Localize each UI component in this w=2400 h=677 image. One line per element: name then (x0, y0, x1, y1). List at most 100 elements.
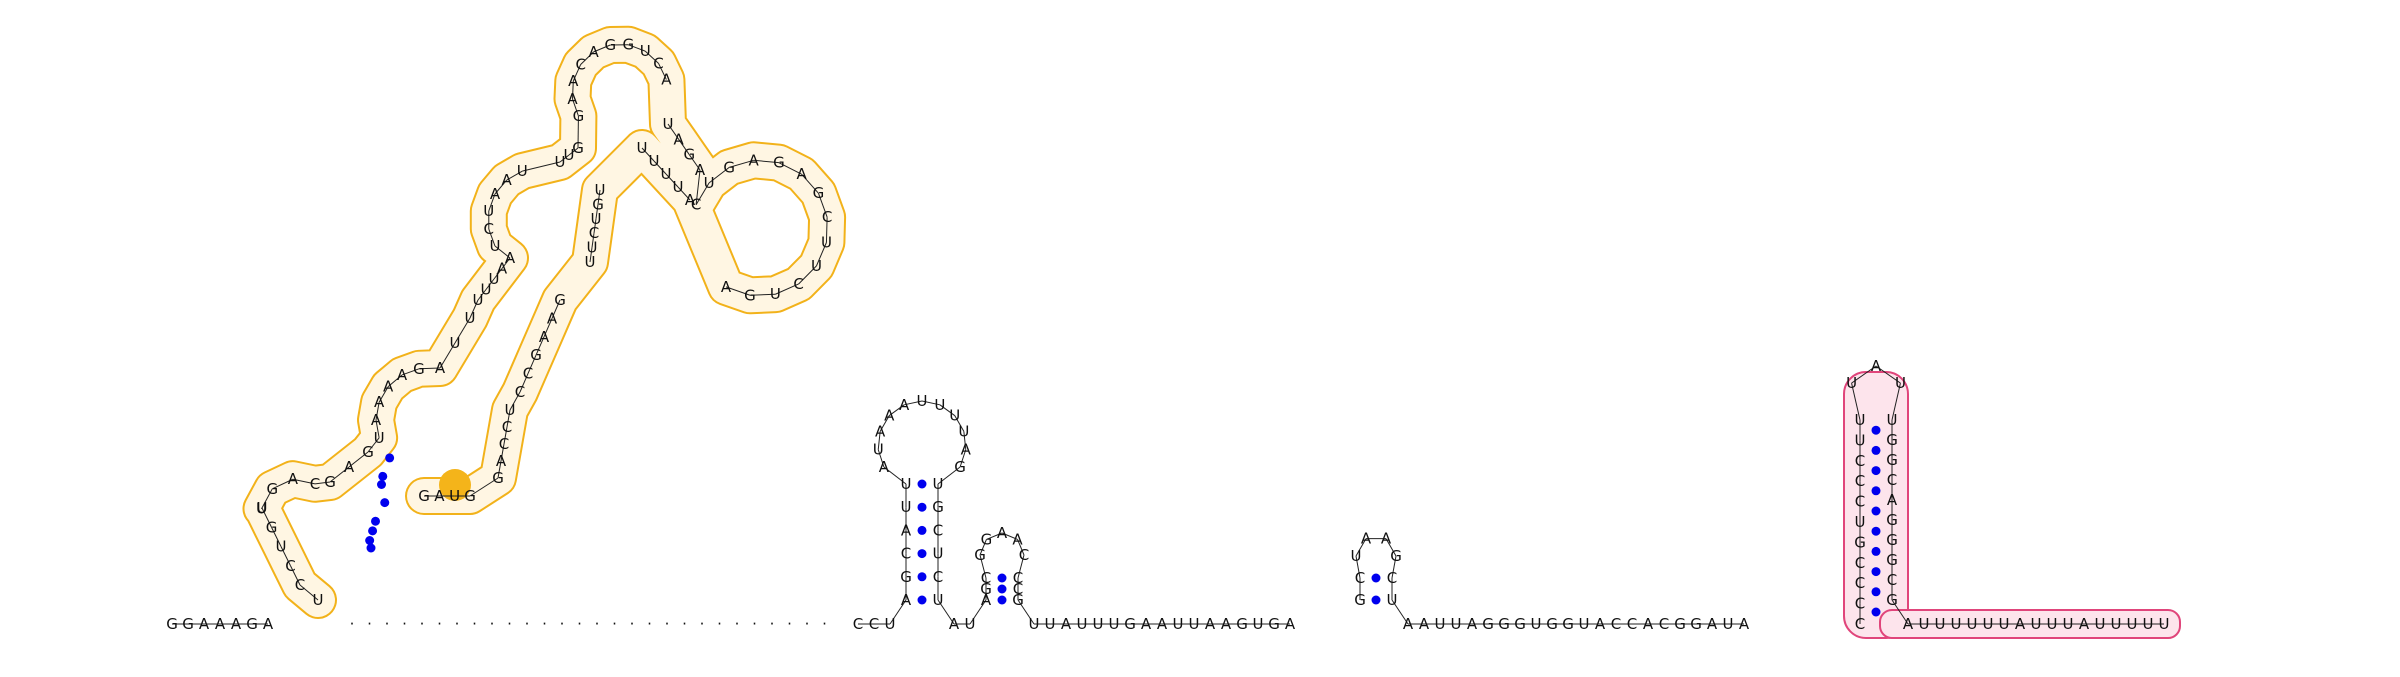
nucleotide: C (484, 220, 494, 238)
nucleotide: A (505, 249, 516, 267)
backbone-segment (816, 242, 827, 267)
backbone-segment (877, 431, 881, 450)
unresolved-nucleotide: · (385, 615, 390, 633)
nucleotide: G (1546, 615, 1558, 633)
backbone-segment (401, 368, 420, 376)
nucleotide: C (575, 55, 585, 73)
base-pair-dot (1871, 445, 1881, 455)
nucleotide: U (256, 500, 267, 518)
nucleotide: A (371, 411, 382, 429)
nucleotide: C (1013, 569, 1023, 587)
backbone-segment (387, 374, 403, 387)
nucleotide: A (1403, 615, 1414, 633)
nucleotide: G (974, 546, 986, 564)
nucleotide: U (1093, 615, 1104, 633)
unresolved-nucleotide: · (420, 615, 425, 633)
nucleotide: U (1173, 615, 1184, 633)
nucleotide: U (517, 162, 528, 180)
backbone-segment (963, 431, 967, 450)
base-pair-dot (385, 453, 395, 463)
backbone-segment (1851, 382, 1861, 421)
base-pair-dot (365, 536, 375, 545)
domain-1-highlight (439, 469, 471, 501)
base-pair-dot (377, 480, 386, 489)
nucleotide: A (901, 591, 912, 609)
nucleotide: A (981, 591, 992, 609)
backbone-segment (375, 402, 380, 421)
nucleotide: A (374, 393, 385, 411)
backbone-segment (1017, 554, 1025, 579)
nucleotide: U (257, 499, 268, 517)
backbone-segment (1355, 538, 1367, 557)
nucleotide: G (684, 146, 696, 164)
base-pair-dot (917, 549, 927, 559)
nucleotide: U (1967, 615, 1978, 633)
nucleotide: A (1061, 615, 1072, 633)
nucleotide: G (1886, 451, 1898, 469)
nucleotide: G (1854, 533, 1866, 551)
unresolved-nucleotide: · (367, 615, 372, 633)
unresolved-nucleotide: · (402, 615, 407, 633)
nucleotide: U (276, 538, 287, 556)
backbone-segment (959, 449, 967, 468)
backbone-segment (889, 404, 905, 416)
nucleotide: A (490, 185, 501, 203)
backbone-segment (979, 539, 987, 556)
backbone-segment (889, 599, 907, 625)
nucleotide: U (1895, 374, 1906, 392)
unresolved-nucleotide: · (490, 615, 495, 633)
nucleotide: G (1886, 551, 1898, 569)
nucleotide: U (2159, 615, 2170, 633)
nucleotide: A (1205, 615, 1216, 633)
base-pair-dot (997, 595, 1007, 605)
backbone-segment (593, 44, 611, 53)
nucleotide: U (873, 441, 884, 459)
backbone-segment (572, 98, 579, 117)
backbone-segment (494, 245, 511, 259)
backbone-segment (986, 532, 1003, 540)
nucleotide: A (2079, 615, 2090, 633)
nucleotide: U (1077, 615, 1088, 633)
backbone-segment (329, 466, 350, 483)
nucleotide: C (1855, 493, 1865, 511)
nucleotide: U (313, 591, 324, 609)
nucleotide: G (530, 346, 542, 364)
nucleotide: C (1019, 546, 1029, 564)
nucleotide: U (637, 139, 648, 157)
nucleotide: U (811, 257, 822, 275)
backbone-segment (299, 584, 319, 601)
nucleotide: A (567, 90, 578, 108)
nucleotide: A (397, 366, 408, 384)
nucleotide: G (572, 139, 584, 157)
backbone-segment (593, 218, 597, 234)
nucleotide: G (954, 458, 966, 476)
nucleotide: A (721, 278, 732, 296)
nucleotide: G (723, 158, 735, 176)
nucleotide: G (604, 36, 616, 54)
nucleotide: U (885, 615, 896, 633)
nucleotide: A (497, 260, 508, 278)
unresolved-nucleotide: · (525, 615, 530, 633)
nucleotide: A (695, 161, 706, 179)
nucleotide: U (2127, 615, 2138, 633)
unresolved-nucleotide: · (787, 615, 792, 633)
nucleotide: G (362, 443, 374, 461)
nucleotide: U (1999, 615, 2010, 633)
backbone-segment (477, 289, 487, 301)
nucleotide: U (673, 178, 684, 196)
nucleotide: A (674, 130, 685, 148)
nucleotide: A (1361, 530, 1372, 548)
backbone-segment (1851, 365, 1877, 384)
backbone-segment (292, 478, 316, 485)
backbone-segment (454, 317, 471, 344)
nucleotide: A (997, 524, 1008, 542)
nucleotide: C (1887, 571, 1897, 589)
nucleotide: A (288, 470, 299, 488)
base-pair-dot (1871, 546, 1881, 556)
nucleotide: C (515, 383, 525, 401)
backbone-segment (1355, 555, 1361, 579)
unresolved-nucleotide: · (630, 615, 635, 633)
nucleotide: U (473, 291, 484, 309)
nucleotide: U (770, 285, 781, 303)
